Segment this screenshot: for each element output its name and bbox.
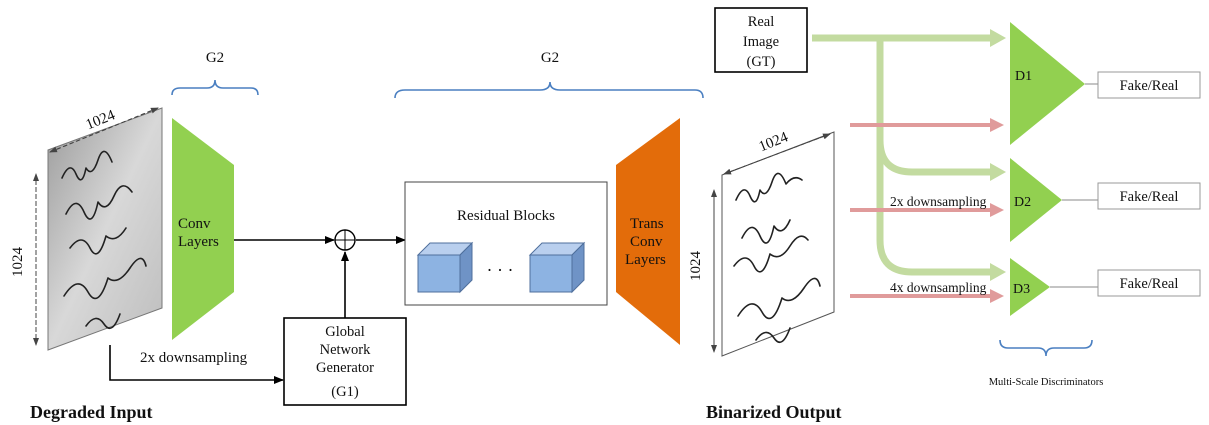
output-fake-real-2: Fake/Real: [1097, 182, 1201, 210]
degraded-input-image: [47, 107, 163, 351]
downsampling-to-g1-arrow: [109, 345, 284, 384]
svg-text:Fake/Real: Fake/Real: [1120, 276, 1179, 292]
svg-text:Fake/Real: Fake/Real: [1120, 189, 1179, 205]
downsampling-4x-label: 4x downsampling: [890, 280, 987, 295]
fake-image-arrows: [850, 118, 1004, 303]
residual-cube-2: [528, 241, 586, 294]
multi-scale-label: Multi-Scale Discriminators: [989, 377, 1104, 388]
input-height-label: 1024: [10, 247, 26, 278]
trans-conv-layers-block: [616, 118, 680, 345]
real-image-box: [714, 7, 808, 73]
g2-left-label: G2: [206, 50, 224, 66]
trans-conv-label-1: Trans: [630, 216, 664, 232]
residual-blocks-label: Residual Blocks: [457, 208, 555, 224]
real-image-arrows: [812, 29, 1006, 281]
residual-ellipsis: · · ·: [487, 260, 514, 280]
global-net-label-4: (G1): [331, 384, 359, 400]
discriminator-d1: [1010, 22, 1085, 145]
global-net-label-3: Generator: [316, 360, 374, 376]
output-fake-real-3: Fake/Real: [1097, 269, 1201, 297]
d2-label: D2: [1014, 195, 1031, 210]
conv-layers-label-1: Conv: [178, 216, 211, 232]
real-image-label-2: Image: [743, 34, 779, 50]
conv-layers-label-2: Layers: [178, 234, 219, 250]
degraded-input-caption: Degraded Input: [30, 402, 153, 422]
d1-label: D1: [1015, 69, 1032, 84]
output-height-label: 1024: [688, 251, 704, 282]
sum-node: [334, 229, 356, 251]
g2-middle-label: G2: [541, 50, 559, 66]
global-network-generator-box: [283, 317, 407, 406]
discriminator-d2: [1010, 158, 1062, 242]
svg-text:Fake/Real: Fake/Real: [1120, 78, 1179, 94]
multi-scale-bracket: Multi-Scale Discriminators: [989, 339, 1104, 388]
trans-conv-label-3: Layers: [625, 252, 666, 268]
real-image-label-3: (GT): [747, 54, 776, 70]
residual-cube-1: [416, 241, 474, 294]
output-fake-real-1: Fake/Real: [1097, 71, 1201, 99]
global-net-label-2: Network: [320, 342, 371, 358]
trans-conv-label-2: Conv: [630, 234, 663, 250]
binarized-output-caption: Binarized Output: [706, 402, 842, 422]
global-net-label-1: Global: [325, 324, 364, 340]
conv-layers-block: [172, 118, 234, 340]
g2-middle-bracket: G2: [394, 50, 704, 99]
d3-label: D3: [1013, 282, 1030, 297]
g2-left-bracket: G2: [171, 50, 259, 96]
binarized-output-image: [721, 131, 835, 357]
real-image-label-1: Real: [748, 14, 775, 30]
downsampling-2x-label: 2x downsampling: [890, 194, 987, 209]
downsampling-g1-label: 2x downsampling: [140, 350, 248, 366]
discriminator-d3: [1010, 258, 1050, 316]
